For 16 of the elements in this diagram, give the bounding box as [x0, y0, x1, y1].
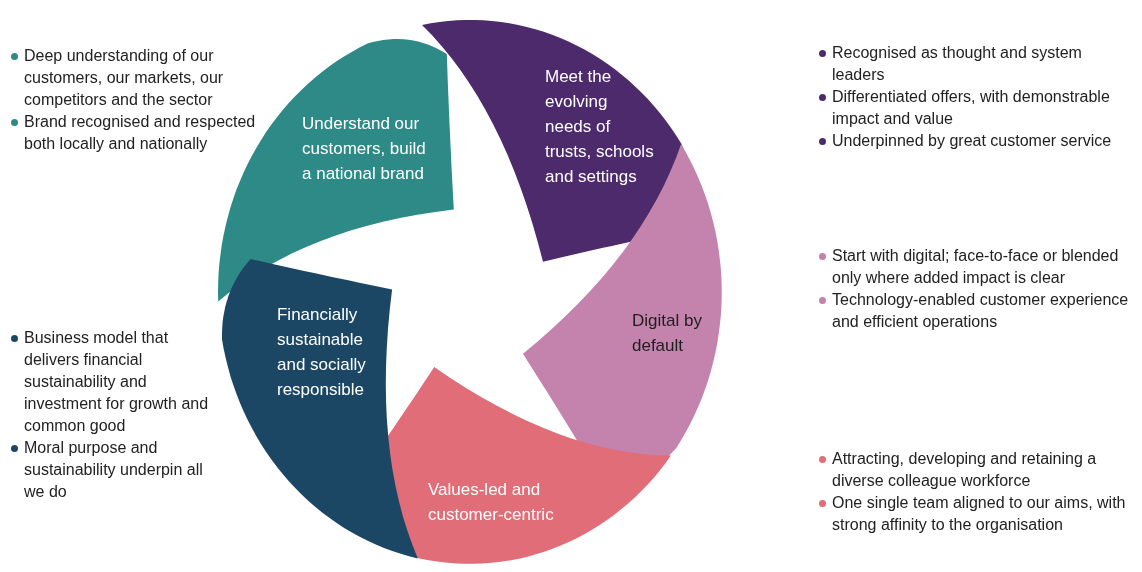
bullet-point: Brand recognised and respected both locally and nationally [10, 111, 260, 155]
segment-label: Values-led and customer-centric [428, 479, 555, 526]
segment-label: Understand our customers, build a national brand [302, 113, 427, 185]
segment-label: Meet the evolving needs of trusts, schools and settings [545, 66, 655, 188]
bullet-point: Differentiated offers, with demonstrable impact and value [818, 86, 1118, 130]
bullet-point: Underpinned by great customer service [818, 130, 1118, 152]
bullet-point: One single team aligned to our aims, with strong affinity to the organisation [818, 492, 1138, 536]
bullet-point: Start with digital; face-to-face or blended only where added impact is clear [818, 245, 1138, 289]
bullet-point: Moral purpose and sustainability underpin all we do [10, 437, 210, 503]
bullet-point: Business model that delivers financial sustainability and investment for growth and common good [10, 327, 210, 437]
segment-label: Digital by default [632, 310, 703, 357]
bullet-point: Technology-enabled customer experience and efficient operations [818, 289, 1138, 333]
segment-label: Financially sustainable and socially responsible [277, 304, 367, 401]
bullet-point: Deep understanding of our customers, our markets, our competitors and the sector [10, 45, 260, 111]
bullet-point: Attracting, developing and retaining a diverse colleague workforce [818, 448, 1138, 492]
bullet-point: Recognised as thought and system leaders [818, 42, 1118, 86]
